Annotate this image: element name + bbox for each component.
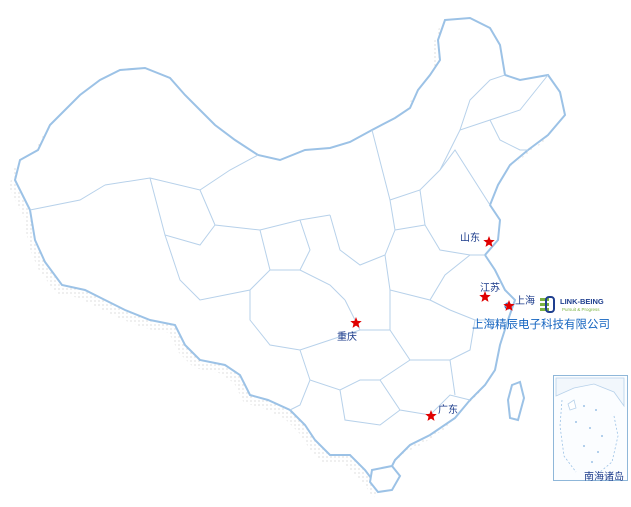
label-shandong: 山东 [460, 233, 480, 244]
south-china-sea-inset [553, 375, 628, 481]
star-icon-chongqing [350, 317, 362, 328]
company-name: 上海精辰电子科技有限公司 [472, 317, 610, 331]
markers [350, 236, 515, 421]
logo-tagline: Pursuit & Progress [562, 307, 600, 312]
logo-mark-icon: LINK-BEING Pursuit & Progress [540, 296, 604, 313]
inset-map [555, 377, 625, 473]
country-outline [13, 16, 567, 492]
star-icon-guangdong [425, 410, 437, 421]
star-icon-shanghai [503, 300, 515, 311]
label-shanghai: 上海 [515, 296, 535, 307]
company-logo: LINK-BEING Pursuit & Progress [538, 294, 620, 314]
label-jiangsu: 江苏 [480, 283, 500, 294]
star-icon-jiangsu [479, 291, 491, 302]
label-guangdong: 广东 [438, 405, 458, 416]
star-icon-shandong [483, 236, 495, 247]
hainan-island [368, 464, 402, 494]
logo-text: LINK-BEING [560, 297, 604, 306]
province-borders [29, 74, 549, 426]
label-chongqing: 重庆 [337, 332, 357, 343]
taiwan-island [506, 380, 526, 422]
inset-label: 南海诸岛 [584, 472, 624, 483]
